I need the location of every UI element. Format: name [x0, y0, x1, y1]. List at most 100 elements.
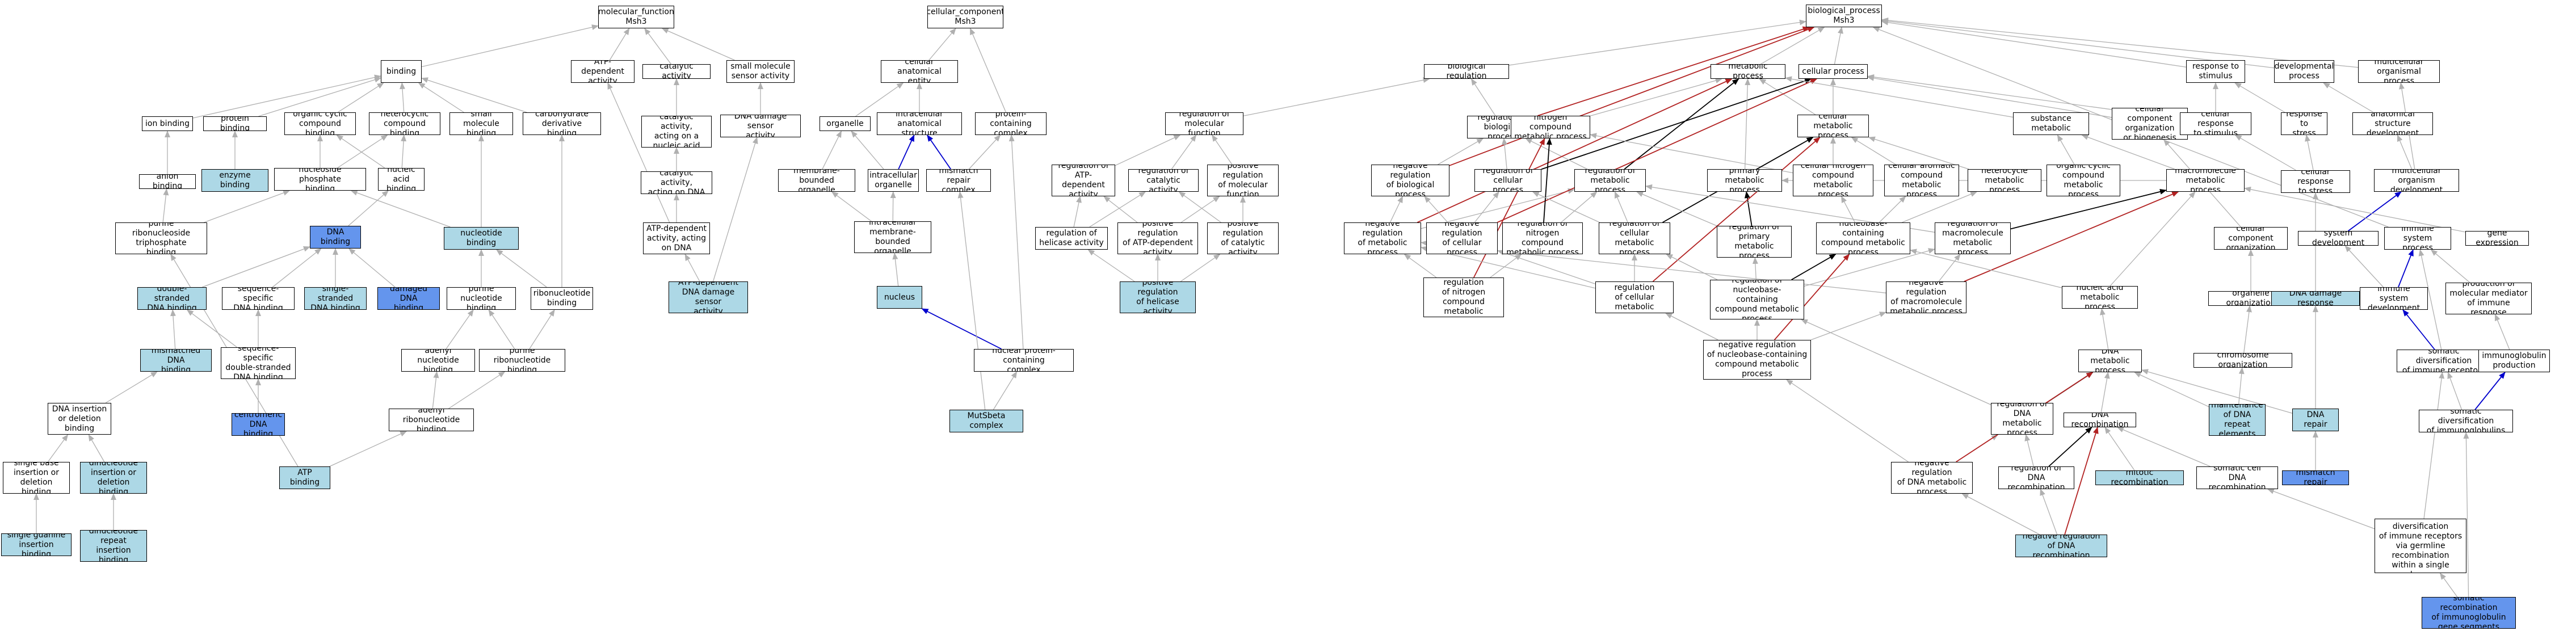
go-term-node-mmrc[interactable]: mismatch repair complex	[926, 169, 991, 192]
go-term-node-indel[interactable]: DNA insertion or deletion binding	[48, 403, 111, 435]
go-term-node-screc[interactable]: somatic cell DNA recombination	[2196, 466, 2278, 489]
go-term-node-pratp[interactable]: positive regulation of ATP-dependent act…	[1117, 222, 1198, 254]
go-term-node-mitrec[interactable]: mitotic recombination	[2095, 470, 2184, 485]
go-term-node-protb[interactable]: protein binding	[203, 116, 267, 131]
go-term-node-sdig[interactable]: somatic diversification of immunoglobuli…	[2419, 410, 2513, 432]
go-term-node-pmim[interactable]: production of molecular mediator of immu…	[2445, 283, 2532, 314]
go-term-node-rncmp[interactable]: regulation of nitrogen compound metaboli…	[1502, 222, 1583, 254]
go-term-node-nprot[interactable]: nuclear protein-containing complex	[974, 349, 1074, 372]
go-term-node-atpdepdna[interactable]: ATP-dependent activity, acting on DNA	[643, 222, 710, 254]
go-term-node-adenylnuc[interactable]: adenyl nucleotide binding	[401, 349, 475, 372]
go-term-node-catdna[interactable]: catalytic activity, acting on a nucleic …	[641, 116, 712, 148]
go-term-node-geneexp[interactable]: gene expression	[2465, 231, 2529, 246]
go-term-node-organelle[interactable]: organelle	[820, 116, 871, 131]
go-term-node-purntp[interactable]: purine ribonucleoside triphosphate bindi…	[115, 222, 207, 254]
go-term-node-nucleus[interactable]: nucleus	[877, 286, 922, 309]
go-term-node-sbindel[interactable]: single base insertion or deletion bindin…	[3, 462, 70, 494]
go-term-node-intracell[interactable]: intracellular anatomical structure	[877, 112, 962, 135]
go-term-node-nrdnamp[interactable]: negative regulation of DNA metabolic pro…	[1891, 462, 1973, 494]
go-term-node-mf[interactable]: molecular_function Msh3	[598, 6, 674, 28]
go-term-node-smmolb[interactable]: small molecule binding	[449, 112, 513, 135]
go-term-node-isp[interactable]: immune system process	[2384, 227, 2451, 250]
go-term-node-ribonuc[interactable]: ribonucleotide binding	[531, 287, 593, 310]
go-term-node-mod[interactable]: multicellular organism development	[2374, 169, 2459, 192]
go-term-node-prmf[interactable]: positive regulation of molecular functio…	[1207, 165, 1279, 196]
go-term-node-osmp[interactable]: organic substance metabolic process	[2013, 112, 2089, 135]
go-term-node-nccmp[interactable]: nucleobase-containing compound metabolic…	[1816, 222, 1910, 254]
go-term-node-sysdev[interactable]: system development	[2298, 231, 2379, 246]
go-term-node-atpb[interactable]: ATP binding	[279, 466, 330, 489]
go-term-node-ccorg[interactable]: cellular component organization	[2214, 227, 2288, 250]
go-term-node-enzb[interactable]: enzyme binding	[201, 169, 268, 192]
go-term-node-ncmp[interactable]: nitrogen compound metabolic process	[1511, 116, 1590, 138]
go-term-node-ssdna[interactable]: single-stranded DNA binding	[304, 287, 367, 310]
go-term-node-nrcp[interactable]: negative regulation of cellular process	[1426, 222, 1498, 254]
go-term-node-dnarec[interactable]: DNA recombination	[2064, 413, 2136, 427]
go-term-node-cncmp[interactable]: cellular nitrogen compound metabolic pro…	[1793, 165, 1873, 196]
go-term-node-rhel[interactable]: regulation of helicase activity	[1035, 227, 1108, 250]
go-term-node-isd[interactable]: immune system development	[2360, 287, 2428, 310]
go-term-node-prhel[interactable]: positive regulation of helicase activity	[1120, 281, 1196, 313]
go-term-node-ionb[interactable]: ion binding	[142, 116, 193, 131]
go-term-node-centromeric[interactable]: centromeric DNA binding	[232, 413, 285, 436]
go-term-node-nrdnarec[interactable]: negative regulation of DNA recombination	[2015, 535, 2107, 557]
go-term-node-crstress[interactable]: cellular response to stress	[2281, 170, 2350, 193]
go-term-node-cacmp[interactable]: cellular aromatic compound metabolic pro…	[1884, 165, 1959, 196]
go-term-node-cae[interactable]: cellular anatomical entity	[881, 60, 958, 83]
go-term-node-sdir[interactable]: somatic diversification of immune recept…	[2397, 350, 2491, 372]
go-term-node-dinucrep[interactable]: dinucleotide repeat insertion binding	[80, 530, 147, 562]
go-term-node-cellproc[interactable]: cellular process	[1798, 64, 1868, 79]
go-term-node-dnab[interactable]: DNA binding	[310, 226, 361, 249]
go-term-node-chromorg[interactable]: chromosome organization	[2193, 353, 2292, 368]
go-term-node-rmf[interactable]: regulation of molecular function	[1165, 112, 1243, 135]
go-term-node-nrnccmp[interactable]: negative regulation of nucleobase-contai…	[1703, 340, 1811, 380]
go-term-node-dnadr[interactable]: DNA damage response	[2271, 291, 2360, 306]
go-term-node-crs[interactable]: cellular response to stimulus	[2180, 112, 2251, 135]
go-term-node-seqspecds[interactable]: sequence-specific double-stranded DNA bi…	[221, 347, 296, 379]
go-term-node-atpdep[interactable]: ATP-dependent activity	[571, 60, 634, 83]
go-term-node-intorg[interactable]: intracellular organelle	[868, 169, 919, 192]
go-term-node-mbo[interactable]: membrane-bounded organelle	[778, 169, 855, 192]
go-term-node-cc[interactable]: cellular_component Msh3	[927, 6, 1003, 28]
go-term-node-rts[interactable]: response to stimulus	[2186, 60, 2245, 83]
go-term-node-atpdepsens[interactable]: ATP-dependent DNA damage sensor activity	[669, 281, 748, 313]
go-term-node-srig[interactable]: somatic recombination of immunoglobulin …	[2422, 597, 2516, 629]
go-term-node-dnasens[interactable]: DNA damage sensor activity	[720, 115, 801, 137]
go-term-node-dnamp[interactable]: DNA metabolic process	[2078, 350, 2142, 372]
go-term-node-rdnamp[interactable]: regulation of DNA metabolic process	[1991, 403, 2053, 435]
go-term-node-rcat[interactable]: regulation of catalytic activity	[1128, 169, 1199, 192]
go-term-node-metproc[interactable]: metabolic process	[1711, 64, 1785, 79]
go-term-node-cmp[interactable]: cellular metabolic process	[1797, 115, 1869, 137]
go-term-node-catondna[interactable]: catalytic activity, acting on DNA	[641, 171, 712, 194]
go-term-node-imbo[interactable]: intracellular membrane-bounded organelle	[854, 221, 931, 253]
go-term-node-rnccmp[interactable]: regulation of nucleobase-containing comp…	[1710, 280, 1804, 319]
go-term-node-seqspec[interactable]: sequence-specific DNA binding	[222, 287, 295, 310]
go-term-node-devproc[interactable]: developmental process	[2274, 60, 2334, 83]
go-term-node-nucb[interactable]: nucleotide binding	[444, 227, 519, 250]
go-term-node-nrncmp[interactable]: negative regulation of nitrogen compound…	[1423, 277, 1504, 317]
go-term-node-carbo[interactable]: carbohydrate derivative binding	[523, 112, 601, 135]
go-term-node-ntpb[interactable]: nucleoside phosphate binding	[274, 168, 366, 191]
go-term-node-nrbp[interactable]: negative regulation of biological proces…	[1371, 165, 1449, 196]
go-term-node-ocymp[interactable]: organic cyclic compound metabolic proces…	[2046, 165, 2120, 196]
go-term-node-nab[interactable]: nucleic acid binding	[378, 168, 425, 191]
go-term-node-damdna[interactable]: damaged DNA binding	[377, 287, 440, 310]
go-term-node-sdirgerm[interactable]: somatic diversification of immune recept…	[2375, 519, 2466, 573]
go-term-node-prcat[interactable]: positive regulation of catalytic activit…	[1207, 222, 1279, 254]
go-term-node-protcont[interactable]: protein-containing complex	[975, 112, 1047, 135]
go-term-node-nrmp[interactable]: negative regulation of metabolic process	[1344, 222, 1421, 254]
go-term-node-sgib[interactable]: single guanine insertion binding	[1, 533, 72, 556]
go-term-node-adenylribo[interactable]: adenyl ribonucleotide binding	[389, 409, 474, 431]
go-term-node-hetcyc[interactable]: heterocyclic compound binding	[369, 112, 440, 135]
go-term-node-catact[interactable]: catalytic activity	[642, 64, 711, 79]
go-term-node-binding[interactable]: binding	[381, 60, 422, 83]
go-term-node-rpmp[interactable]: regulation of primary metabolic process	[1717, 226, 1792, 258]
go-term-node-dsdna[interactable]: double-stranded DNA binding	[137, 287, 207, 310]
go-term-node-dnarepair[interactable]: DNA repair	[2292, 409, 2339, 431]
go-term-node-dinucindel[interactable]: dinucleotide insertion or deletion bindi…	[80, 462, 147, 494]
go-term-node-mmp[interactable]: macromolecule metabolic process	[2166, 169, 2245, 192]
go-term-node-anionb[interactable]: anion binding	[139, 174, 196, 189]
go-term-node-biolreg[interactable]: biological regulation	[1424, 64, 1509, 79]
go-term-node-ocyc[interactable]: organic cyclic compound binding	[284, 112, 356, 135]
go-term-node-bp[interactable]: biological_process Msh3	[1806, 5, 1882, 27]
